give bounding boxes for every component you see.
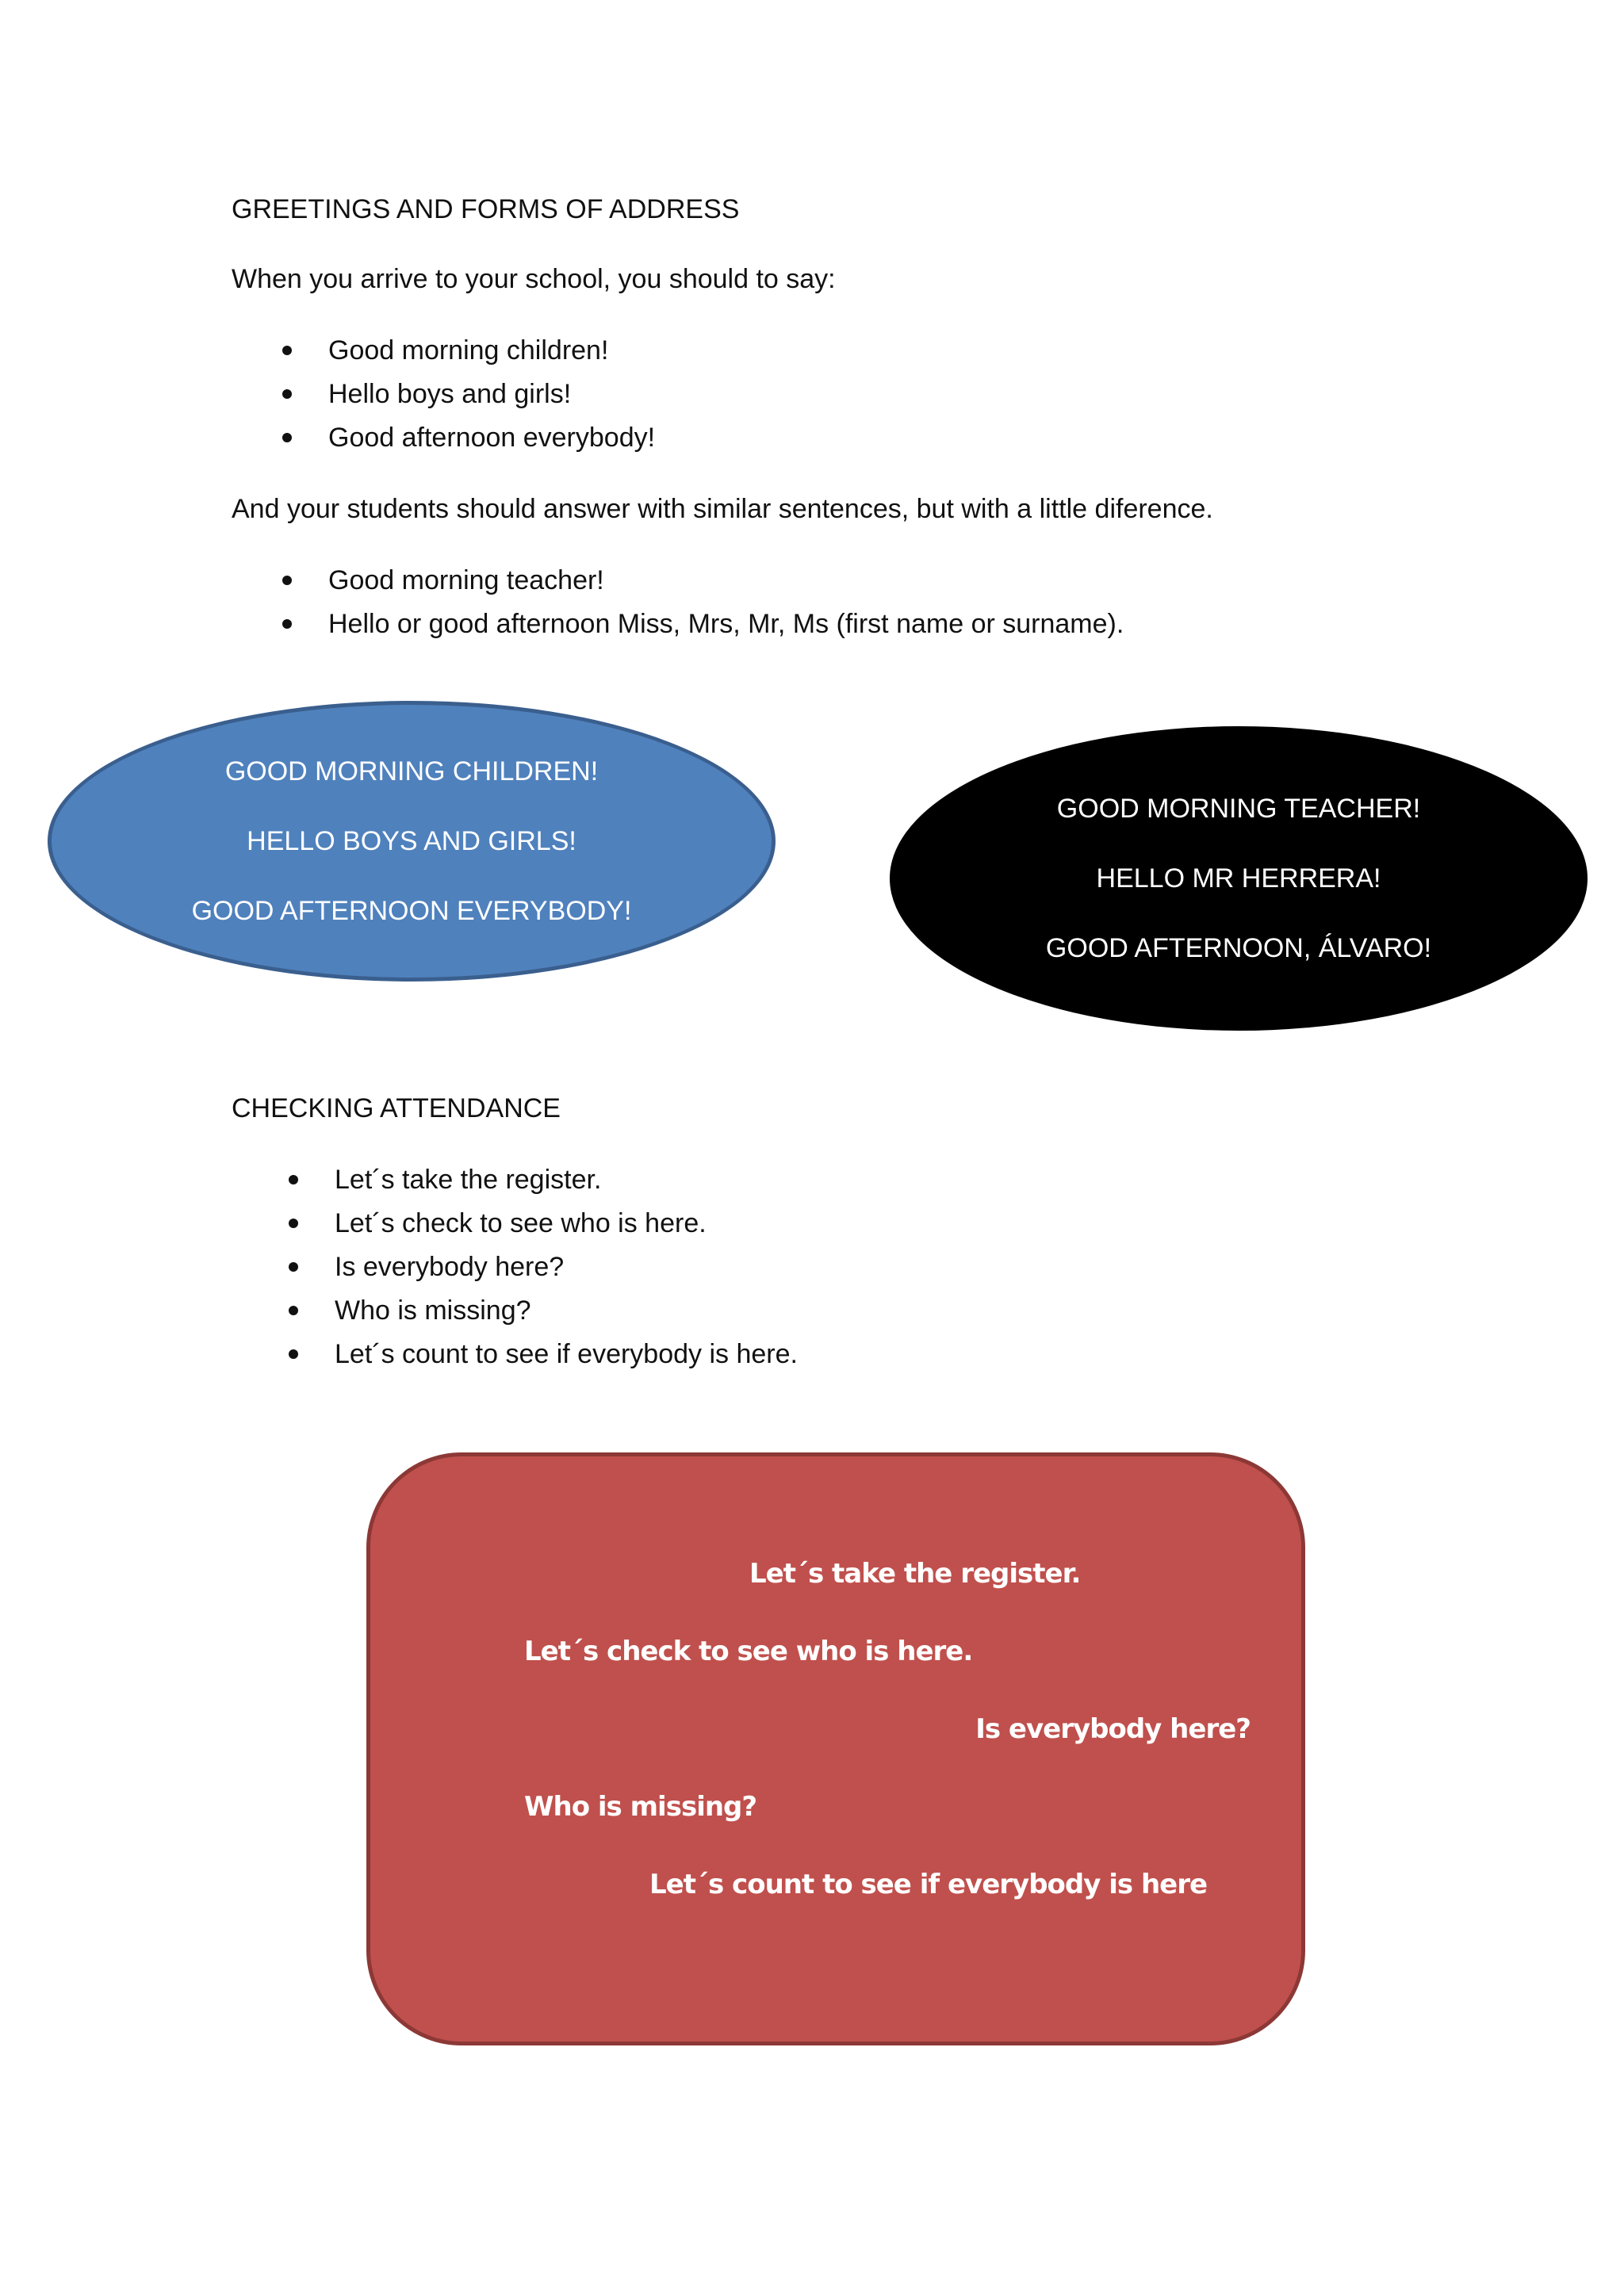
attendance-heading: CHECKING ATTENDANCE (232, 1093, 561, 1123)
greetings-intro: When you arrive to your school, you shou… (232, 264, 836, 294)
teacher-greeting-bubble: GOOD MORNING CHILDREN! HELLO BOYS AND GI… (48, 701, 776, 982)
callout-line: Let´s check to see who is here. (524, 1636, 973, 1667)
bubble-line: GOOD AFTERNOON EVERYBODY! (191, 896, 632, 926)
bullet-icon (289, 1349, 298, 1359)
bullet-icon (289, 1306, 298, 1315)
callout-line: Let´s count to see if everybody is here (649, 1869, 1208, 1900)
callout-line: Let´s take the register. (749, 1558, 1081, 1590)
greetings-heading: GREETINGS AND FORMS OF ADDRESS (232, 194, 740, 224)
list-item: Who is missing? (289, 1293, 798, 1337)
student-phrases-list: Good morning teacher! Hello or good afte… (282, 563, 1124, 650)
bubble-line: HELLO BOYS AND GIRLS! (247, 826, 576, 856)
bullet-icon (282, 346, 292, 355)
bullet-icon (282, 433, 292, 442)
bubble-line: GOOD MORNING CHILDREN! (224, 756, 599, 786)
list-item: Good morning teacher! (282, 563, 1124, 607)
bubble-line: GOOD AFTERNOON, ÁLVARO! (1045, 933, 1432, 963)
bullet-icon (289, 1262, 298, 1272)
bullet-icon (289, 1175, 298, 1184)
attendance-callout-box: Let´s take the register. Let´s check to … (366, 1452, 1305, 2045)
callout-line: Is everybody here? (975, 1713, 1251, 1745)
students-intro: And your students should answer with sim… (232, 494, 1213, 524)
list-item: Good afternoon everybody! (282, 420, 655, 464)
attendance-phrases-list: Let´s take the register. Let´s check to … (289, 1162, 798, 1380)
bubble-line: GOOD MORNING TEACHER! (1056, 794, 1421, 824)
list-item: Let´s count to see if everybody is here. (289, 1337, 798, 1380)
bullet-icon (282, 576, 292, 585)
list-item: Let´s take the register. (289, 1162, 798, 1206)
list-item: Let´s check to see who is here. (289, 1206, 798, 1249)
bullet-icon (282, 619, 292, 629)
bullet-icon (282, 389, 292, 399)
bubble-line: HELLO MR HERRERA! (1096, 863, 1381, 894)
teacher-phrases-list: Good morning children! Hello boys and gi… (282, 333, 655, 464)
list-item: Good morning children! (282, 333, 655, 377)
list-item: Hello boys and girls! (282, 377, 655, 420)
bullet-icon (289, 1219, 298, 1228)
list-item: Hello or good afternoon Miss, Mrs, Mr, M… (282, 607, 1124, 650)
list-item: Is everybody here? (289, 1249, 798, 1293)
callout-line: Who is missing? (524, 1791, 757, 1823)
student-greeting-bubble: GOOD MORNING TEACHER! HELLO MR HERRERA! … (890, 726, 1588, 1031)
